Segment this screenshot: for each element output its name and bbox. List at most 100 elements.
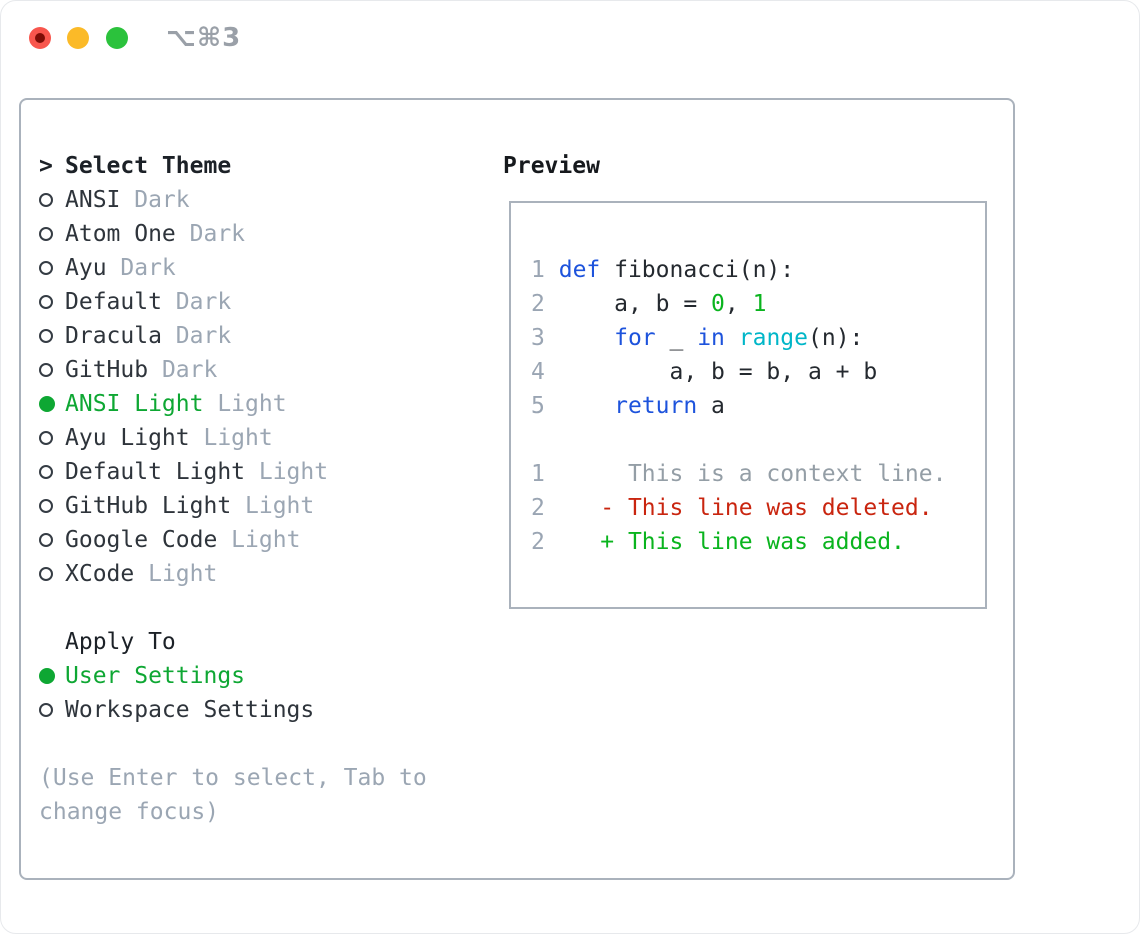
line-number: 2 (531, 529, 545, 555)
theme-option-ayu-light-light[interactable]: Ayu Light Light (39, 421, 459, 455)
code-segment-txt (545, 257, 559, 283)
radio-unselected-icon (39, 533, 65, 547)
code-line-5: 5 return a (531, 389, 985, 423)
code-segment-ctx: This is a context line. (544, 461, 947, 487)
apply-option-label: Workspace Settings (65, 697, 315, 723)
theme-variant: Dark (175, 221, 246, 247)
code-line-9: 2 + This line was added. (531, 525, 985, 559)
theme-option-xcode-light[interactable]: XCode Light (39, 557, 459, 591)
theme-option-ansi-light-light[interactable]: ANSI Light Light (39, 387, 459, 421)
code-segment-del: - This line was deleted. (600, 495, 933, 521)
theme-variant: Light (231, 493, 315, 519)
theme-option-atom-one-dark[interactable]: Atom One Dark (39, 217, 459, 251)
radio-unselected-icon (39, 465, 65, 479)
theme-name: Dracula (65, 323, 162, 349)
minimize-button[interactable] (67, 27, 89, 49)
code-segment-kw: return (614, 393, 698, 419)
radio-unselected-icon (39, 703, 65, 717)
code-segment-kw: for (614, 325, 656, 351)
apply-option-label: User Settings (65, 663, 246, 689)
code-segment-txt (725, 325, 739, 351)
code-segment-txt: a (697, 393, 725, 419)
code-line-blank (531, 423, 985, 457)
code-line-3: 3 for _ in range(n): (531, 321, 985, 355)
theme-variant: Light (203, 391, 287, 417)
code-line-8: 2 - This line was deleted. (531, 491, 985, 525)
code-segment-txt (545, 325, 614, 351)
spacer (39, 591, 459, 625)
theme-name: GitHub (65, 357, 149, 383)
apply-to-header: Apply To (39, 625, 459, 659)
theme-variant: Light (189, 425, 273, 451)
code-line-2: 2 a, b = 0, 1 (531, 287, 985, 321)
radio-unselected-icon (39, 329, 65, 343)
theme-name: XCode (65, 561, 135, 587)
code-segment-lit: 1 (752, 291, 767, 317)
code-segment-txt (545, 495, 600, 521)
radio-unselected-icon (39, 261, 65, 275)
theme-option-ayu-dark[interactable]: Ayu Dark (39, 251, 459, 285)
theme-variant: Dark (161, 289, 232, 315)
line-number: 1 (531, 257, 545, 283)
theme-name: Ayu Light (65, 425, 190, 451)
theme-name: ANSI (65, 187, 121, 213)
code-line-1: 1 def fibonacci(n): (531, 253, 985, 287)
apply-option-workspace-settings[interactable]: Workspace Settings (39, 693, 459, 727)
theme-variant: Light (217, 527, 301, 553)
theme-option-ansi-dark[interactable]: ANSI Dark (39, 183, 459, 217)
radio-unselected-icon (39, 363, 65, 377)
theme-variant: Dark (148, 357, 218, 383)
theme-option-default-light-light[interactable]: Default Light Light (39, 455, 459, 489)
radio-unselected-icon (39, 227, 65, 241)
focus-caret-icon: > (39, 153, 53, 179)
theme-name: GitHub Light (65, 493, 232, 519)
line-number: 5 (531, 393, 545, 419)
preview-title: Preview (503, 153, 600, 179)
theme-option-github-light-light[interactable]: GitHub Light Light (39, 489, 459, 523)
line-number: 3 (531, 325, 545, 351)
apply-option-user-settings[interactable]: User Settings (39, 659, 459, 693)
code-segment-kw: def (558, 257, 601, 283)
theme-name: Default (65, 289, 162, 315)
code-segment-txt: a, b = (544, 291, 712, 317)
code-segment-txt: (n): (808, 325, 864, 351)
theme-name: Default Light (65, 459, 246, 485)
zoom-button[interactable] (106, 27, 128, 49)
theme-variant: Light (245, 459, 329, 485)
theme-variant: Light (134, 561, 218, 587)
radio-selected-icon (39, 668, 65, 684)
theme-variant: Dark (106, 255, 176, 281)
code-segment-txt: a, b = b, a + b (544, 359, 878, 385)
window-hotkey-label: ⌥⌘3 (166, 23, 242, 53)
title-bar: ⌥⌘3 (1, 1, 1139, 76)
code-line-4: 4 a, b = b, a + b (531, 355, 985, 389)
line-number: 1 (531, 461, 545, 487)
theme-option-default-dark[interactable]: Default Dark (39, 285, 459, 319)
radio-unselected-icon (39, 499, 65, 513)
close-button[interactable] (29, 27, 51, 49)
code-segment-txt: _ (655, 325, 698, 351)
theme-variant: Dark (161, 323, 232, 349)
spacer (39, 727, 459, 761)
radio-unselected-icon (39, 193, 65, 207)
theme-option-github-dark[interactable]: GitHub Dark (39, 353, 459, 387)
code-segment-txt (545, 529, 600, 555)
theme-option-google-code-light[interactable]: Google Code Light (39, 523, 459, 557)
line-number: 2 (531, 495, 545, 521)
code-segment-fn: range (738, 325, 809, 351)
close-button-dot (35, 33, 45, 43)
code-segment-txt: , (724, 291, 753, 317)
code-segment-txt: fibonacci(n): (600, 257, 795, 283)
theme-name: Google Code (65, 527, 218, 553)
theme-option-dracula-dark[interactable]: Dracula Dark (39, 319, 459, 353)
code-segment-txt (545, 393, 614, 419)
radio-unselected-icon (39, 295, 65, 309)
theme-name: ANSI Light (65, 391, 204, 417)
